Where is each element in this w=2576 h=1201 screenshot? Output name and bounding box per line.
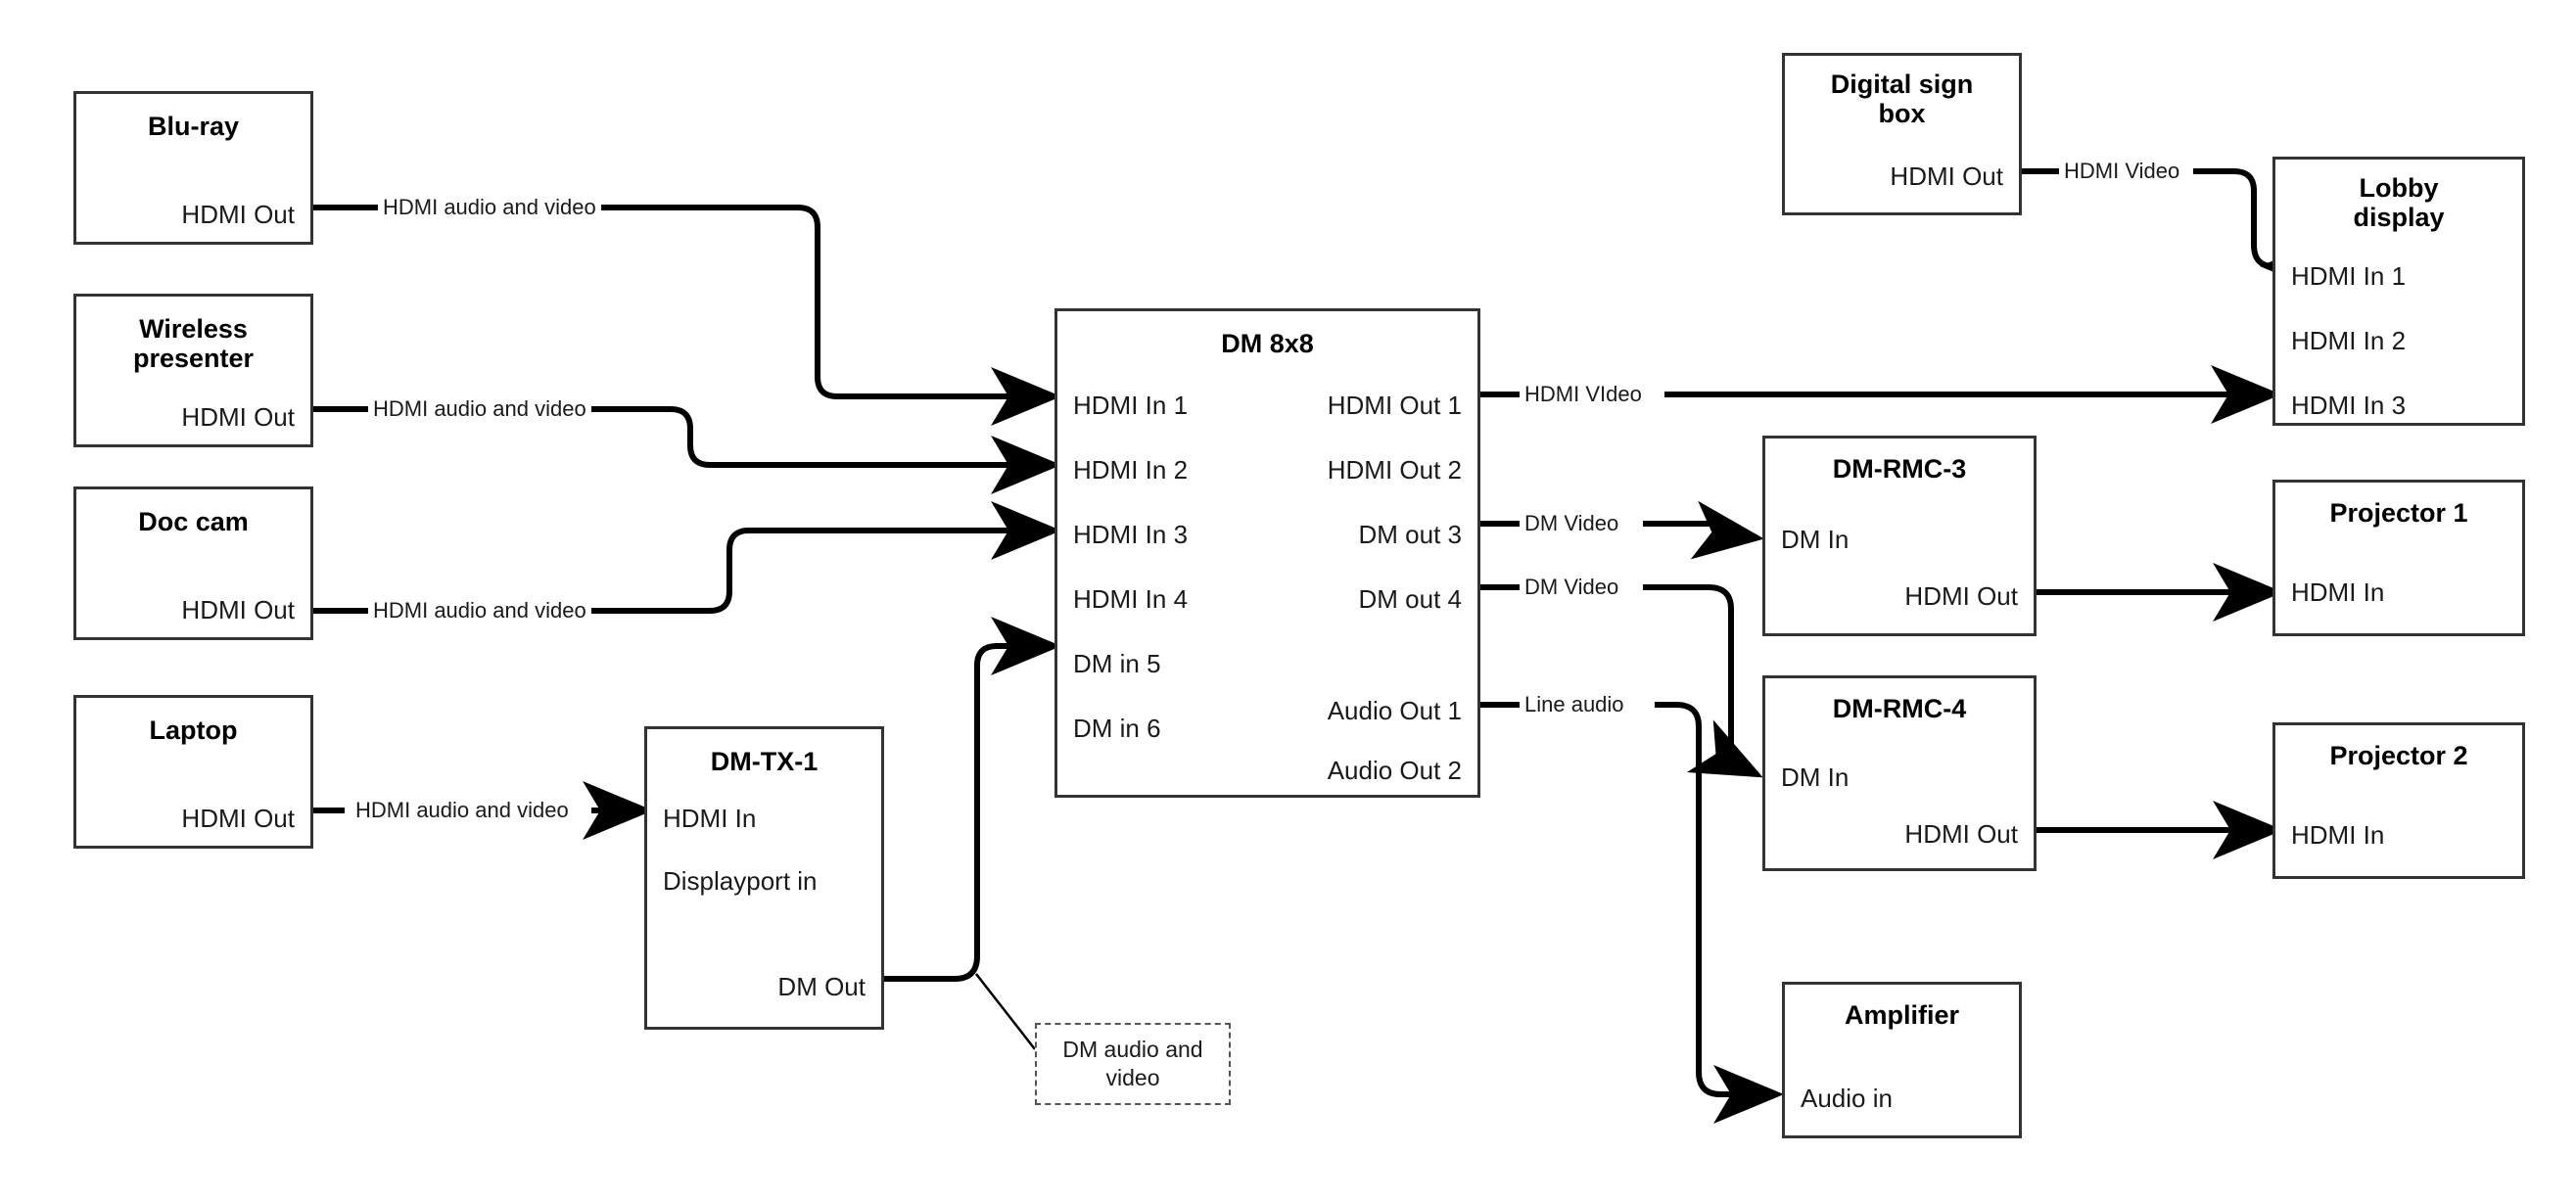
callout-dm-audio-and-video: DM audio and video [1035, 1023, 1231, 1105]
node-projector-1-port-hdmi-in: HDMI In [2291, 577, 2385, 607]
node-lobby-display-port-hdmi-in-2: HDMI In 2 [2291, 326, 2407, 355]
wire-bluray-to-hdmi-in-1 [313, 205, 1050, 396]
node-dm-rmc-4-port-dm-in: DM In [1781, 762, 1850, 792]
node-dm-8x8[interactable]: DM 8x8 HDMI In 1 HDMI In 2 HDMI In 3 HDM… [1054, 308, 1480, 798]
node-dm-tx-1[interactable]: DM-TX-1 HDMI In Displayport in DM Out [644, 726, 884, 1030]
wire-dmtx1-to-dm-in-5 [881, 617, 1061, 982]
node-dm-8x8-input-hdmi-in-2: HDMI In 2 [1073, 455, 1189, 485]
node-projector-2-title: Projector 2 [2329, 741, 2468, 770]
node-dm-tx-1-port-dm-out: DM Out [777, 972, 866, 1001]
node-wireless-presenter-title: Wireless presenter [132, 314, 255, 374]
node-projector-1-title: Projector 1 [2329, 498, 2468, 528]
node-dm-8x8-output-audio-out-1: Audio Out 1 [1327, 696, 1462, 725]
node-dm-8x8-output-dm-out-3: DM out 3 [1358, 520, 1463, 549]
node-dm-rmc-3[interactable]: DM-RMC-3 DM In HDMI Out [1762, 436, 2037, 636]
node-doc-cam[interactable]: Doc cam HDMI Out [73, 486, 313, 640]
node-projector-1[interactable]: Projector 1 HDMI In [2272, 480, 2525, 636]
edge-label-doccam-to-hdmi-in-3: HDMI audio and video [368, 600, 591, 622]
node-dm-rmc-4-port-hdmi-out: HDMI Out [1904, 819, 2018, 849]
node-amplifier-title: Amplifier [1844, 1000, 1960, 1030]
node-laptop[interactable]: Laptop HDMI Out [73, 695, 313, 849]
wire-dm-out-4-to-rmc4 [1480, 584, 1753, 772]
node-amplifier[interactable]: Amplifier Audio in [1782, 982, 2022, 1138]
node-doc-cam-title: Doc cam [138, 507, 249, 536]
node-wireless-presenter[interactable]: Wireless presenter HDMI Out [73, 294, 313, 447]
node-dm-tx-1-port-displayport-in: Displayport in [663, 866, 818, 896]
edge-label-dm-out-4-to-rmc4: DM Video [1520, 577, 1624, 598]
node-lobby-display-port-hdmi-in-3: HDMI In 3 [2291, 391, 2407, 420]
node-digital-sign-box-port-hdmi-out: HDMI Out [1890, 162, 2003, 191]
node-dm-tx-1-title: DM-TX-1 [710, 747, 819, 776]
node-dm-rmc-4[interactable]: DM-RMC-4 DM In HDMI Out [1762, 675, 2037, 871]
node-dm-8x8-output-hdmi-out-1: HDMI Out 1 [1327, 391, 1462, 420]
node-lobby-display-title: Lobby display [2353, 173, 2445, 233]
node-projector-2[interactable]: Projector 2 HDMI In [2272, 722, 2525, 879]
edge-label-dm-out-3-to-rmc3: DM Video [1520, 513, 1624, 534]
node-digital-sign-box[interactable]: Digital sign box HDMI Out [1782, 53, 2022, 215]
node-lobby-display[interactable]: Lobby display HDMI In 1 HDMI In 2 HDMI I… [2272, 157, 2525, 426]
node-bluray-title: Blu-ray [147, 112, 240, 141]
node-dm-8x8-input-hdmi-in-4: HDMI In 4 [1073, 584, 1189, 614]
node-dm-8x8-input-dm-in-5: DM in 5 [1073, 649, 1161, 678]
node-wireless-presenter-port-hdmi-out: HDMI Out [181, 402, 295, 432]
wire-audio-out-1-to-amplifier [1480, 702, 1772, 1094]
node-laptop-title: Laptop [149, 716, 238, 745]
node-doc-cam-port-hdmi-out: HDMI Out [181, 595, 295, 624]
node-bluray-port-hdmi-out: HDMI Out [181, 200, 295, 229]
node-dm-rmc-4-title: DM-RMC-4 [1832, 694, 1967, 723]
leader-line-dm-audio-video [975, 973, 1036, 1050]
node-dm-8x8-output-dm-out-4: DM out 4 [1358, 584, 1463, 614]
node-dm-8x8-input-hdmi-in-1: HDMI In 1 [1073, 391, 1189, 420]
node-amplifier-port-audio-in: Audio in [1801, 1084, 1893, 1113]
edge-label-laptop-to-dmtx1: HDMI audio and video [351, 800, 574, 821]
edge-label-bluray-to-hdmi-in-1: HDMI audio and video [378, 197, 601, 218]
wire-signbox-to-lobby-hdmi-in-1 [2022, 168, 2273, 266]
node-dm-8x8-input-dm-in-6: DM in 6 [1073, 714, 1161, 743]
edge-label-audio-out-1-to-amplifier: Line audio [1520, 694, 1629, 716]
node-dm-rmc-3-title: DM-RMC-3 [1832, 454, 1967, 484]
node-dm-8x8-title: DM 8x8 [1221, 329, 1314, 358]
node-dm-8x8-input-hdmi-in-3: HDMI In 3 [1073, 520, 1189, 549]
node-lobby-display-port-hdmi-in-1: HDMI In 1 [2291, 261, 2407, 291]
node-dm-8x8-output-hdmi-out-2: HDMI Out 2 [1327, 455, 1462, 485]
node-digital-sign-box-title: Digital sign box [1830, 69, 1974, 129]
node-dm-rmc-3-port-hdmi-out: HDMI Out [1904, 581, 2018, 611]
node-bluray[interactable]: Blu-ray HDMI Out [73, 91, 313, 245]
node-dm-rmc-3-port-dm-in: DM In [1781, 525, 1850, 554]
node-dm-tx-1-port-hdmi-in: HDMI In [663, 804, 757, 833]
edge-label-wireless-to-hdmi-in-2: HDMI audio and video [368, 398, 591, 420]
edge-label-signbox-to-lobby: HDMI Video [2059, 161, 2185, 182]
node-projector-2-port-hdmi-in: HDMI In [2291, 820, 2385, 850]
node-dm-8x8-output-audio-out-2: Audio Out 2 [1327, 756, 1462, 785]
node-laptop-port-hdmi-out: HDMI Out [181, 804, 295, 833]
edge-label-hdmi-out-1-to-lobby: HDMI VIdeo [1520, 384, 1647, 405]
